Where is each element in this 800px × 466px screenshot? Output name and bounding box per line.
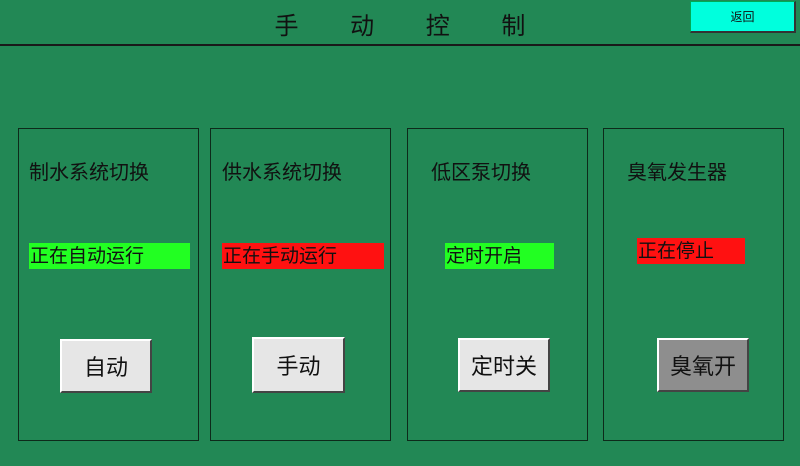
panel-water-supply: 供水系统切换 正在手动运行 手动	[210, 128, 391, 441]
status-ozone-generator: 正在停止	[637, 238, 745, 264]
panel-low-zone-pump: 低区泵切换 定时开启 定时关	[407, 128, 588, 441]
ozone-on-button[interactable]: 臭氧开	[657, 338, 749, 392]
page-title: 手 动 控 制	[274, 12, 548, 40]
panel-title-ozone-generator: 臭氧发生器	[627, 160, 727, 184]
panel-water-production: 制水系统切换 正在自动运行 自动	[18, 128, 199, 441]
back-button[interactable]: 返回	[690, 1, 796, 33]
panel-title-water-supply: 供水系统切换	[222, 160, 342, 184]
panel-title-low-zone-pump: 低区泵切换	[431, 160, 531, 184]
header-bar: 手 动 控 制 返回	[0, 0, 800, 46]
status-low-zone-pump: 定时开启	[445, 243, 554, 269]
status-water-supply: 正在手动运行	[222, 243, 384, 269]
manual-button[interactable]: 手动	[252, 337, 345, 393]
status-water-production: 正在自动运行	[29, 243, 190, 269]
auto-button[interactable]: 自动	[60, 339, 152, 393]
panel-ozone-generator: 臭氧发生器 正在停止 臭氧开	[603, 128, 784, 441]
timer-off-button[interactable]: 定时关	[458, 338, 550, 392]
panel-title-water-production: 制水系统切换	[29, 160, 149, 184]
